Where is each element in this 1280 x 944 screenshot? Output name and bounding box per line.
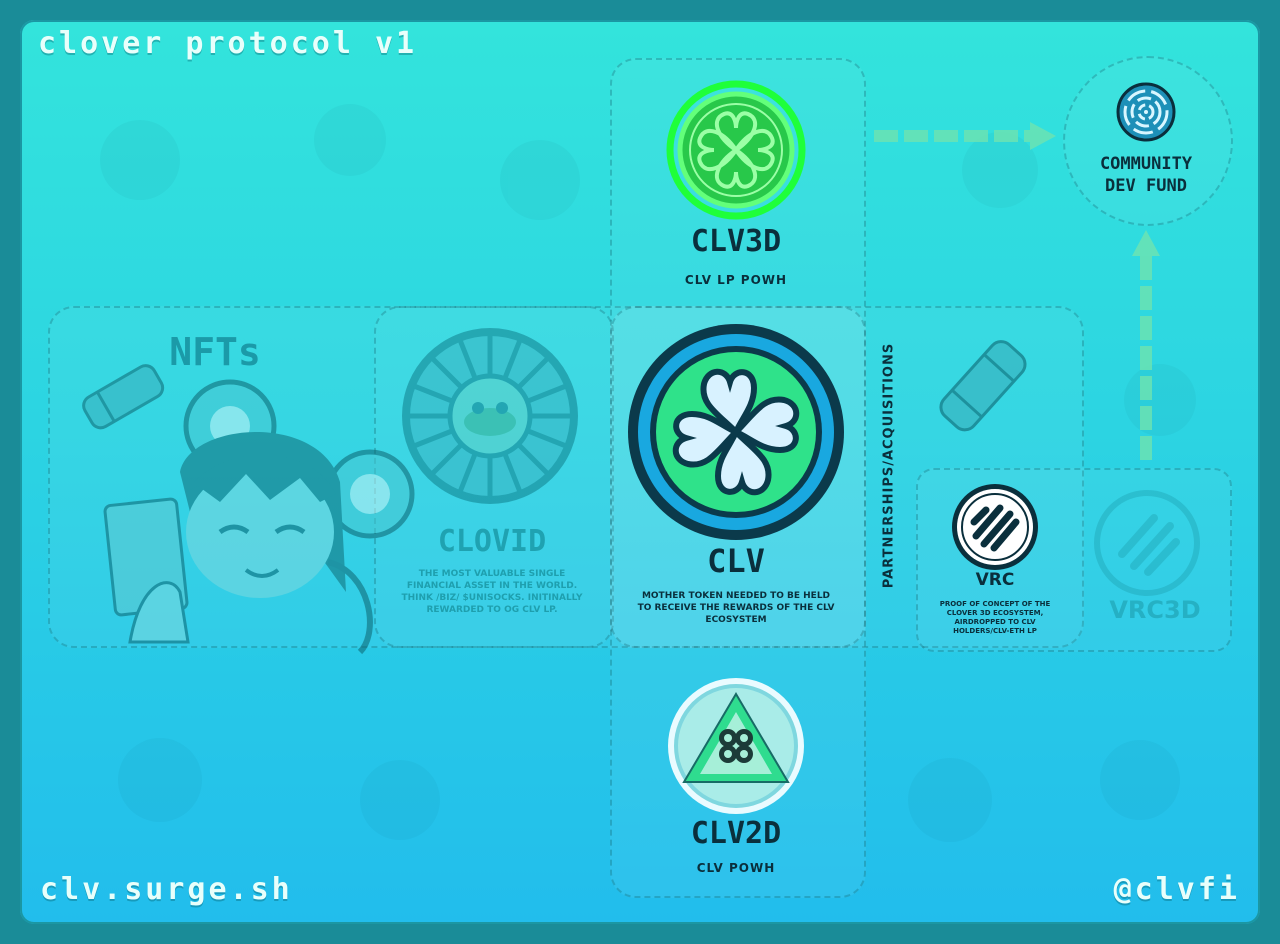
partnerships-label: PARTNERSHIPS/ACQUISITIONS: [881, 342, 897, 589]
clv2d-subtitle: CLV POWH: [696, 861, 776, 875]
vrc3d-logo-icon: [1094, 490, 1200, 596]
twitter-handle: @clvfi: [1113, 872, 1240, 907]
triangle-clover-coin-icon: [668, 678, 804, 814]
vrc3d-to-fund-arrow: [1132, 230, 1160, 460]
clv3d-title: CLV3D: [690, 224, 782, 259]
stained-glass-frog-coin-icon: [402, 328, 578, 504]
clv3d-subtitle: CLV LP POWH: [684, 273, 788, 287]
clovid-title: CLOVID: [437, 524, 547, 559]
community-fund-line1: COMMUNITY: [1099, 154, 1193, 174]
nfts-title: NFTs: [169, 330, 261, 374]
anime-girl-illustration: [82, 364, 415, 655]
green-clover-coin-icon: [666, 80, 806, 220]
diagram-title: clover protocol v1: [38, 26, 418, 61]
site-url: clv.surge.sh: [40, 872, 293, 907]
clovid-description: THE MOST VALUABLE SINGLE FINANCIAL ASSET…: [401, 569, 583, 615]
clv-title: CLV: [707, 542, 765, 580]
scroll-icon: [939, 340, 1027, 432]
vrc3d-title: VRC3D: [1109, 596, 1201, 624]
diagram-canvas: clover protocol v1 clv.surge.sh @clvfi C…: [20, 20, 1260, 924]
clv2d-title: CLV2D: [690, 816, 782, 851]
clv3d-to-fund-arrow: [874, 122, 1056, 150]
clv-description: MOTHER TOKEN NEEDED TO BE HELD TO RECEIV…: [637, 591, 835, 625]
vrc-logo-icon: [952, 484, 1038, 570]
community-fund-line2: DEV FUND: [1105, 176, 1187, 196]
vrc-description: PROOF OF CONCEPT OF THE CLOVER 3D ECOSYS…: [939, 600, 1051, 635]
maze-coin-icon: [1116, 82, 1176, 142]
vrc-title: VRC: [975, 570, 1015, 590]
blue-clover-coin-icon: [628, 324, 844, 540]
